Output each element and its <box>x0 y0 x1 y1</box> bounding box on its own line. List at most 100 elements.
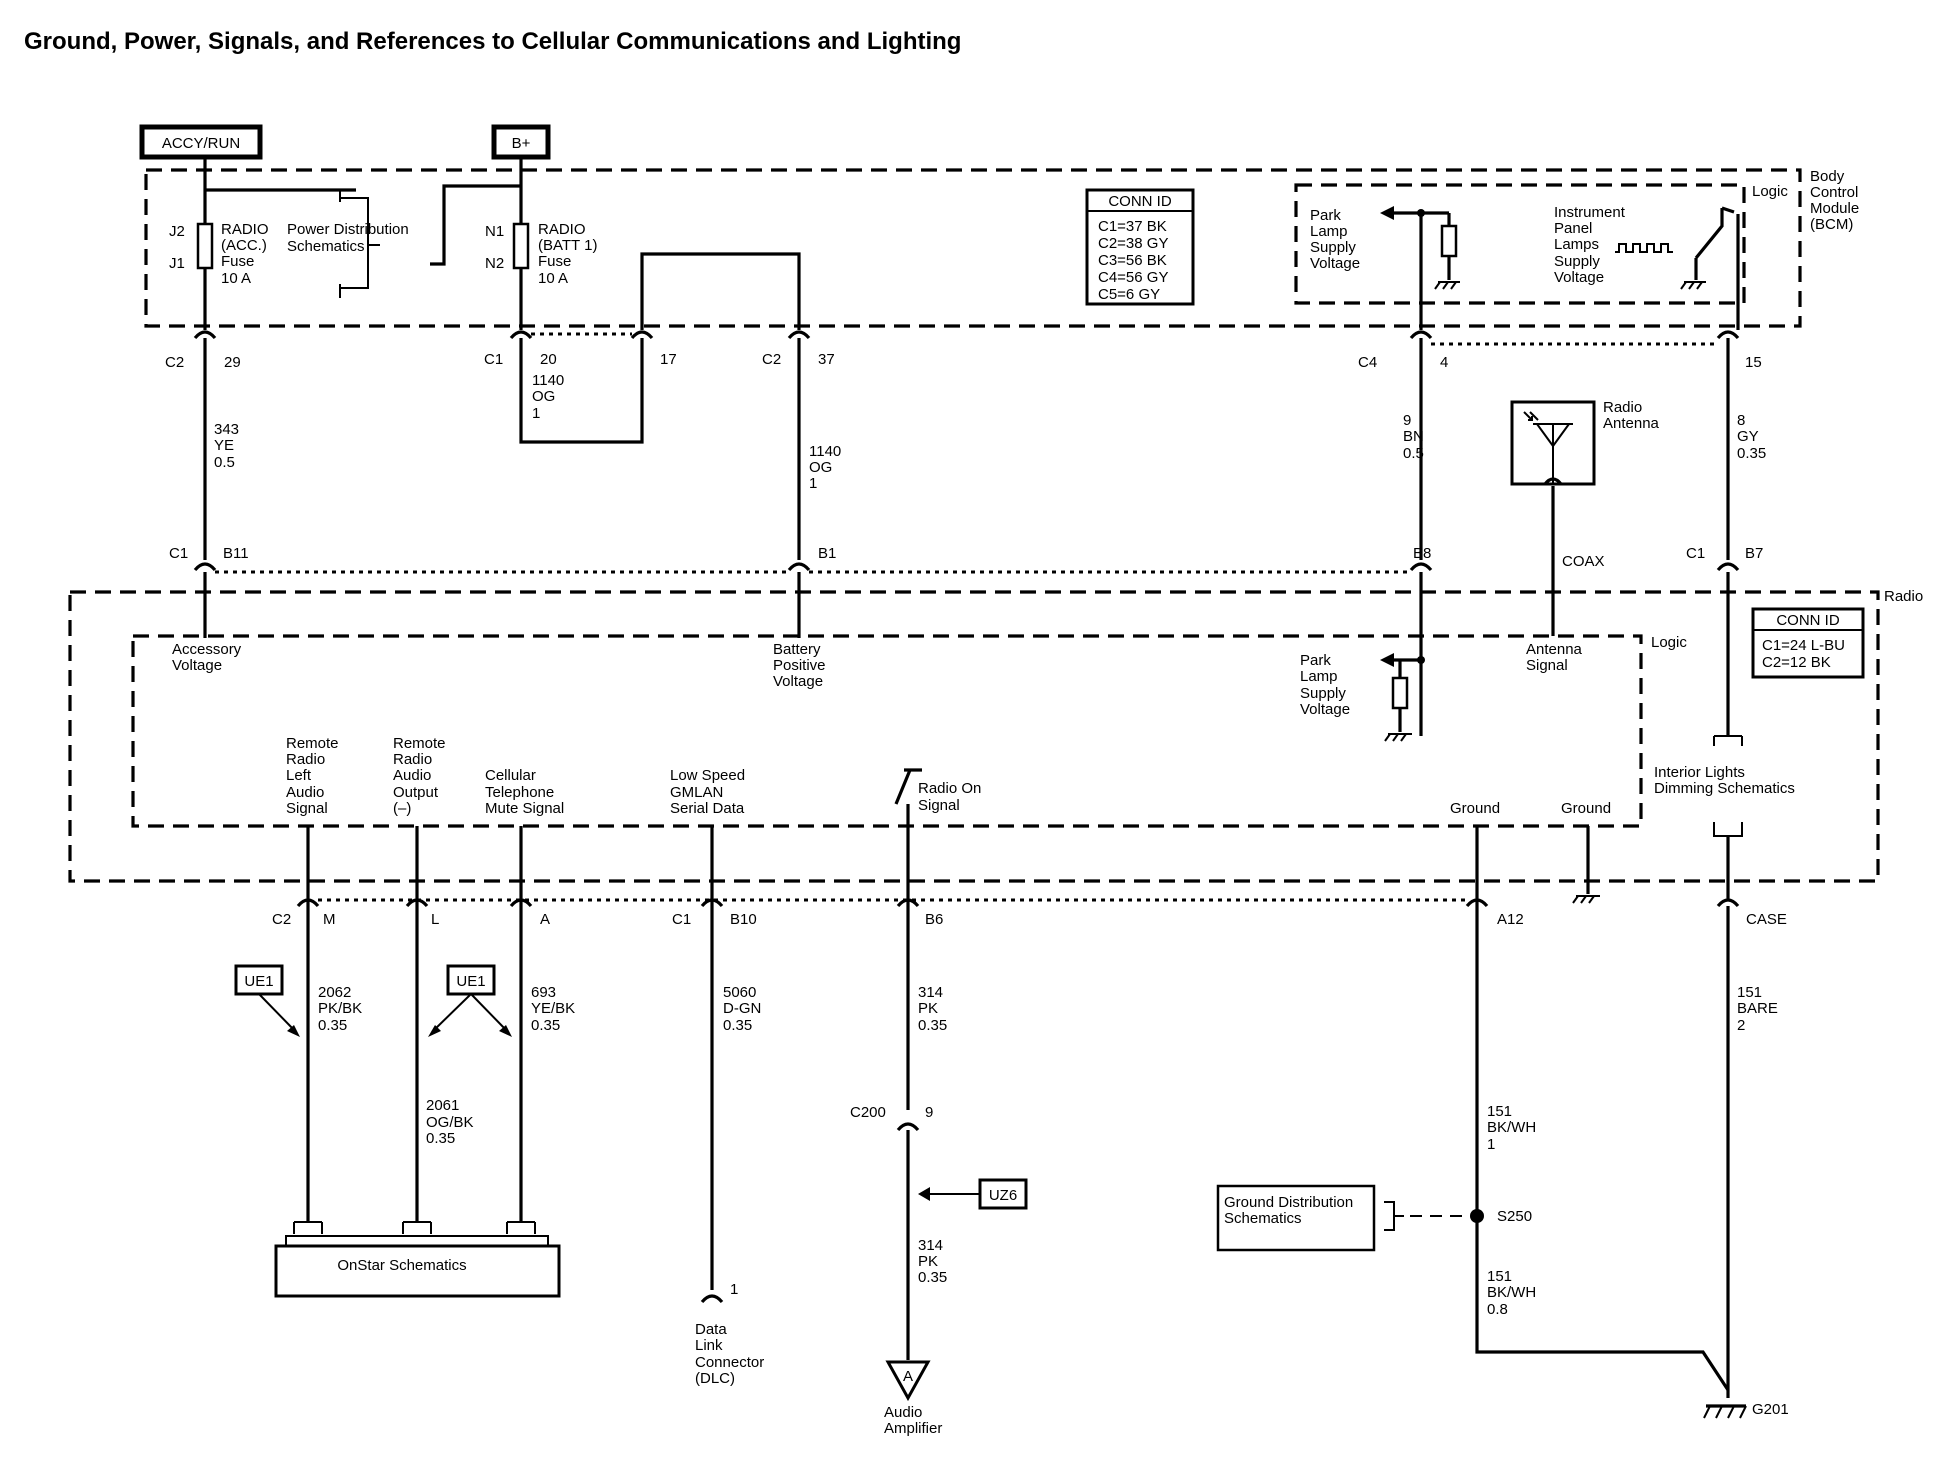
connector-b8 <box>1409 562 1433 572</box>
radio-park-lamp-label: Supply <box>1300 685 1346 702</box>
bcm-park-lamp-label: Lamp <box>1310 223 1348 240</box>
wire-label: 0.35 <box>531 1017 560 1034</box>
antenna-signal-label: Signal <box>1526 657 1568 674</box>
connector-c1-b10 <box>700 898 724 908</box>
connector-c1-20 <box>509 330 533 340</box>
wire-label: 0.35 <box>426 1130 455 1147</box>
audio-amp-label: Audio <box>884 1404 922 1421</box>
ground-icon <box>1703 1405 1747 1419</box>
connector-b6 <box>896 898 920 908</box>
dlc-label: Data <box>695 1321 727 1338</box>
diagram-title: Ground, Power, Signals, and References t… <box>24 28 961 55</box>
antenna-label: Radio <box>1603 399 1642 416</box>
batt-fuse-pin-top: N1 <box>485 223 504 240</box>
connector-a <box>509 898 533 908</box>
wire-label: PK/BK <box>318 1000 362 1017</box>
bcm-name-line-4: (BCM) <box>1810 216 1853 233</box>
battery-voltage-label: Positive <box>773 657 826 674</box>
splice-s250: S250 <box>1470 1208 1532 1225</box>
bcm-logic-label: Logic <box>1752 183 1788 200</box>
pin-label: B7 <box>1745 545 1763 562</box>
accy-run-source: ACCY/RUN <box>139 124 263 160</box>
pin-label: 20 <box>540 351 557 368</box>
batt-fuse-label: RADIO <box>538 221 586 238</box>
pin-label: 17 <box>660 351 677 368</box>
ground-icon <box>1572 895 1600 904</box>
bcm-radio-wires: 343 YE 0.5 1140 OG 1 1140 OG 1 9 BN 0.5 … <box>203 338 1766 560</box>
connector-c1-b7 <box>1716 562 1740 572</box>
left-audio-label: Audio <box>286 784 324 801</box>
connector-case <box>1716 898 1740 908</box>
wire-label: 8 <box>1737 412 1745 429</box>
dlc-label: Link <box>695 1337 723 1354</box>
wire-label: PK <box>918 1253 938 1270</box>
connector-c2-37 <box>787 330 811 340</box>
wire-label: BARE <box>1737 1000 1778 1017</box>
audio-amp-label: Amplifier <box>884 1420 942 1437</box>
lower-wire-labels: 2062 PK/BK 0.35 2061 OG/BK 0.35 693 YE/B… <box>318 984 1778 1318</box>
dlc-label: Connector <box>695 1354 764 1371</box>
instrument-panel-label: Panel <box>1554 220 1592 237</box>
ue1-option-right: UE1 <box>428 964 512 1037</box>
ue1-label: UE1 <box>456 973 485 990</box>
antenna-label: Antenna <box>1603 415 1660 432</box>
radio-module: Radio Logic <box>68 588 1923 883</box>
audio-amp-symbol: A <box>903 1368 913 1385</box>
bcm-park-lamp-label: Supply <box>1310 239 1356 256</box>
connector-label: C1 <box>672 911 691 928</box>
pin-label: 15 <box>1745 354 1762 371</box>
wire-label: 151 <box>1487 1268 1512 1285</box>
connector-pin-15 <box>1716 330 1740 340</box>
pin-label: B10 <box>730 911 757 928</box>
wire-label: 9 <box>1403 412 1411 429</box>
radio-module-name: Radio <box>1884 588 1923 605</box>
radio-acc-fuse: J2 J1 RADIO (ACC.) Fuse 10 A <box>169 157 356 330</box>
onstar-label: OnStar Schematics <box>337 1257 466 1274</box>
ground-distribution-label: Ground Distribution <box>1224 1194 1353 1211</box>
ground-distribution-label: Schematics <box>1224 1210 1302 1227</box>
wire-label: 0.8 <box>1487 1301 1508 1318</box>
left-audio-label: Radio <box>286 751 325 768</box>
bcm-conn-id-row: C3=56 BK <box>1098 252 1167 269</box>
antenna-icon <box>1533 423 1573 484</box>
wire-label: BN <box>1403 428 1424 445</box>
connector-label: C2 <box>272 911 291 928</box>
wire-label: 1 <box>532 405 540 422</box>
bcm-conn-id-table: CONN ID C1=37 BK C2=38 GY C3=56 BK C4=56… <box>1085 188 1195 306</box>
battery-label: B+ <box>512 135 531 152</box>
connector-label: C4 <box>1358 354 1377 371</box>
wire-label: 0.5 <box>214 454 235 471</box>
radio-on-label: Signal <box>918 797 960 814</box>
instrument-panel-label: Supply <box>1554 253 1600 270</box>
wire-label: OG/BK <box>426 1114 474 1131</box>
gmlan-label: GMLAN <box>670 784 723 801</box>
wire-label: 693 <box>531 984 556 1001</box>
bcm-internal-jumper <box>640 252 801 330</box>
radio-conn-id-title: CONN ID <box>1776 612 1840 629</box>
wire-label: 314 <box>918 984 943 1001</box>
radio-batt-fuse: N1 N2 RADIO (BATT 1) Fuse 10 A <box>474 157 597 330</box>
lower-wires <box>306 906 1730 1398</box>
connector-label: C1 <box>484 351 503 368</box>
interior-lights-label: Interior Lights <box>1654 764 1745 781</box>
connector-c4-4 <box>1409 330 1433 340</box>
bcm-conn-id-title: CONN ID <box>1108 193 1172 210</box>
bcm-conn-id-row: C1=37 BK <box>1098 218 1167 235</box>
splice-label: S250 <box>1497 1208 1532 1225</box>
bcm-name-line-3: Module <box>1810 200 1859 217</box>
power-distribution-ref: Power Distribution Schematics <box>287 184 474 298</box>
radio-park-lamp-label: Voltage <box>1300 701 1350 718</box>
radio-internal-labels: Accessory Voltage Battery Positive Volta… <box>172 641 1795 817</box>
acc-fuse-pin-bottom: J1 <box>169 255 185 272</box>
radio-conn-id-row: C2=12 BK <box>1762 654 1831 671</box>
bcm-conn-id-row: C2=38 GY <box>1098 235 1168 252</box>
gmlan-label: Low Speed <box>670 767 745 784</box>
wire-label: GY <box>1737 428 1759 445</box>
wire-label: 5060 <box>723 984 756 1001</box>
bcm-connectors: C2 29 C1 20 17 C2 37 C4 4 15 <box>165 330 1762 371</box>
wire-label: PK <box>918 1000 938 1017</box>
pin-label: 4 <box>1440 354 1448 371</box>
wire-label: YE/BK <box>531 1000 575 1017</box>
pin-label: B1 <box>818 545 836 562</box>
acc-fuse-label: Fuse <box>221 253 254 270</box>
